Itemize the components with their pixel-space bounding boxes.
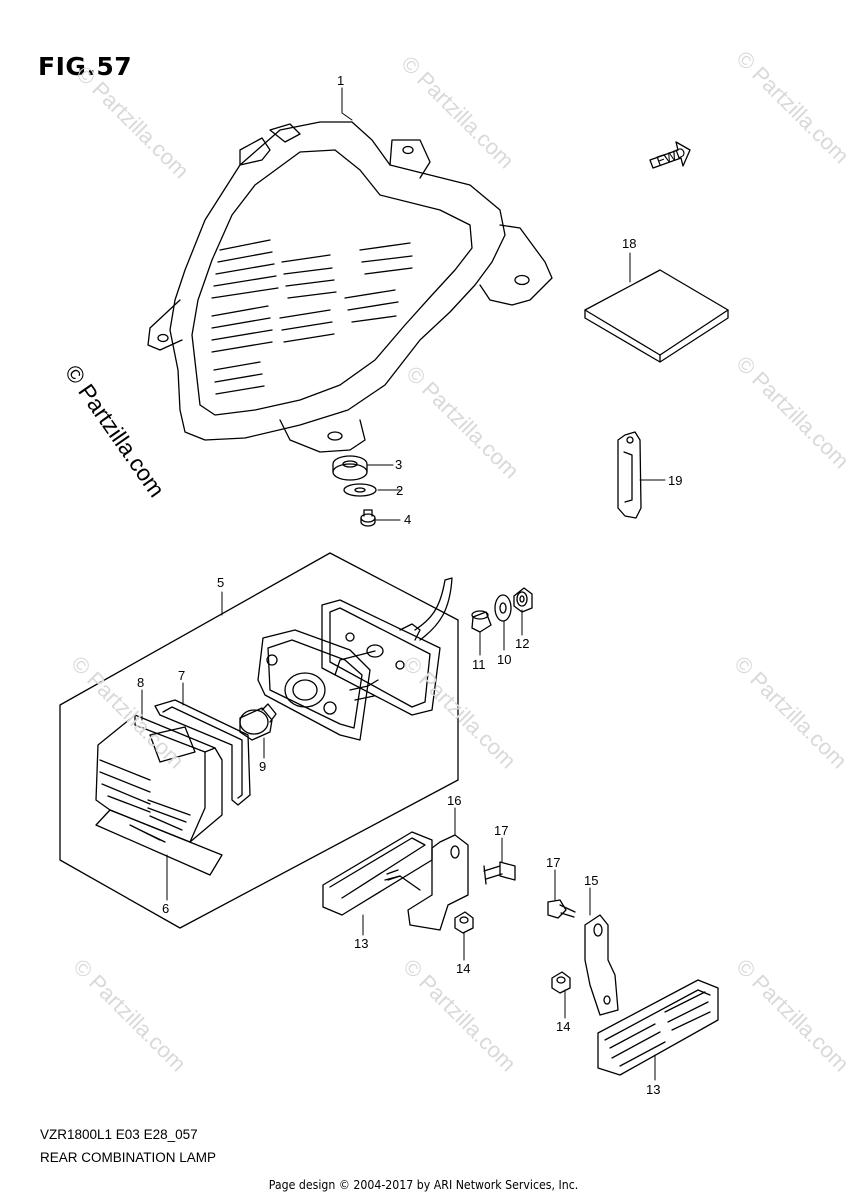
label-part-6: 6 [162,901,169,916]
label-part-17-lower: 17 [546,855,560,870]
figure-title: FIG.57 [38,52,133,81]
lens-cover [95,809,223,876]
model-code: VZR1800L1 E03 E28_057 [40,1127,198,1142]
watermark: © Partzilla.com [68,954,191,1077]
reflector-right [597,979,719,1076]
label-part-5: 5 [217,575,224,590]
watermark: © Partzilla.com [398,651,521,774]
watermark: © Partzilla.com [396,51,519,174]
reflector-bracket-right [584,914,619,1016]
watermark: © Partzilla.com [731,351,847,474]
washer-small [494,594,512,622]
watermark: © Partzilla.com [401,361,524,484]
label-part-13-left: 13 [354,936,368,951]
watermark: © Partzilla.com [66,651,189,774]
diagram-name: REAR COMBINATION LAMP [40,1150,217,1165]
lamp-lens [95,714,223,843]
label-part-11: 11 [472,657,486,672]
license-lamp-assembly-frame [59,552,459,929]
cap-nut [471,610,492,633]
label-part-16: 16 [447,793,461,808]
forward-arrow-icon [649,141,691,169]
adhesive-pad [584,269,729,363]
lens-gasket [154,699,251,806]
bolt-upper [483,861,516,885]
watermark: © Partzilla.com [71,61,194,184]
watermark: © Partzilla.com [729,651,847,774]
cable-strap [617,431,642,519]
reflector-left [322,831,433,916]
watermark: © Partzilla.com [731,46,847,169]
watermark-primary: © Partzilla.com [60,360,170,502]
nut-right [551,971,571,994]
label-part-15: 15 [584,873,598,888]
label-part-4: 4 [404,512,411,527]
washer [343,483,377,497]
label-part-8: 8 [137,675,144,690]
label-part-10: 10 [497,652,511,667]
tail-lamp-housing [147,121,553,453]
label-part-18: 18 [622,236,636,251]
nut-left [454,911,474,934]
label-part-19: 19 [668,473,682,488]
label-part-14-left: 14 [456,961,470,976]
label-part-14-right: 14 [556,1019,570,1034]
watermark-pattern: © Partzilla.com © Partzilla.com © Partzi… [66,46,847,1077]
screw [360,509,376,527]
label-part-7: 7 [178,668,185,683]
label-part-2: 2 [396,483,403,498]
bulb [239,703,277,741]
label-part-3: 3 [395,457,402,472]
grommet [332,455,368,481]
watermark: © Partzilla.com [731,954,847,1077]
label-part-1: 1 [337,73,344,88]
reflector-bracket-left [384,834,469,931]
label-part-17-upper: 17 [494,823,508,838]
label-part-13-right: 13 [646,1082,660,1097]
nut [513,587,533,613]
lamp-mounting-plate [321,577,453,716]
bolt-lower [547,899,576,919]
lamp-socket [257,629,379,741]
page-footer: Page design © 2004-2017 by ARI Network S… [268,1177,579,1192]
label-part-12: 12 [515,636,529,651]
label-part-9: 9 [259,759,266,774]
